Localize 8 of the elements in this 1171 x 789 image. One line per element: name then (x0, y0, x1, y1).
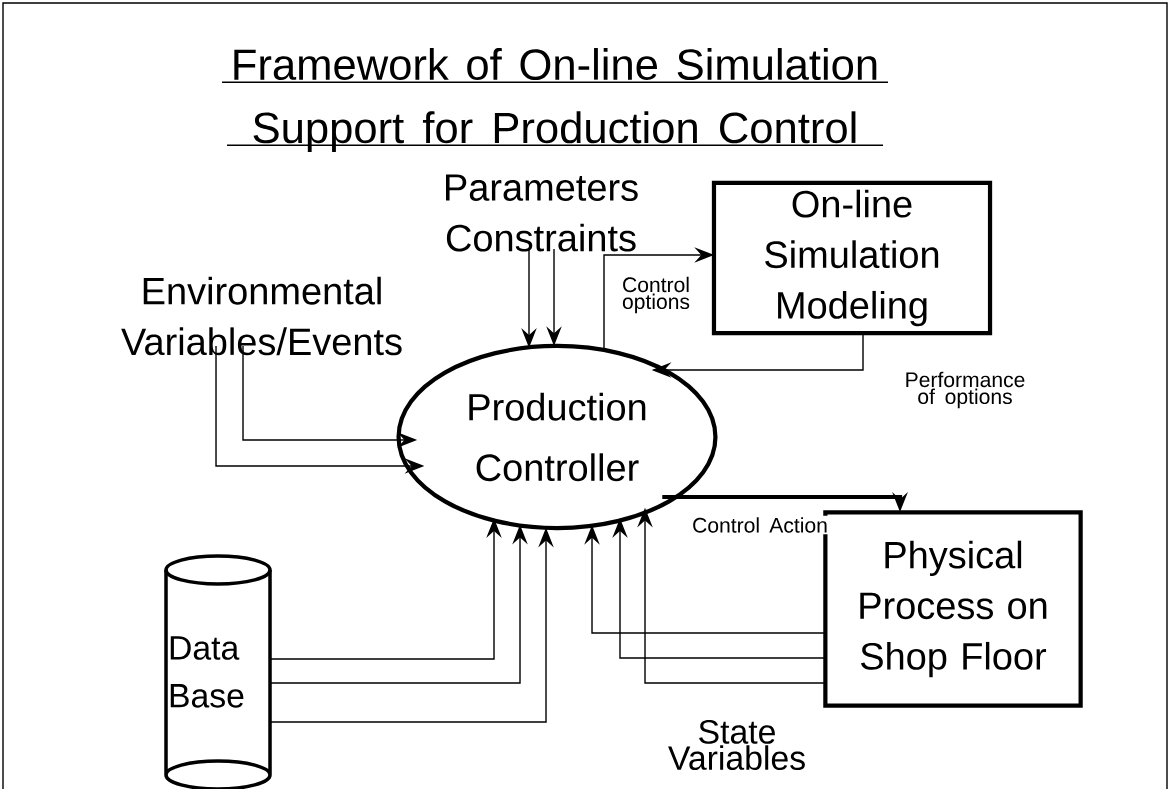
edge-label: State Variables (668, 719, 805, 771)
edge-label: Control options (622, 276, 690, 314)
input-text: Parameters Constraints (446, 174, 638, 252)
process-box: On-line Simulation Modeling (711, 180, 993, 336)
database-cylinder: Data Base (164, 554, 272, 789)
title: Framework of On-line Simulation Support for Production Control (221, 48, 889, 152)
node-label: Data Base (170, 636, 244, 708)
edge-label: Performance of options (906, 371, 1025, 409)
